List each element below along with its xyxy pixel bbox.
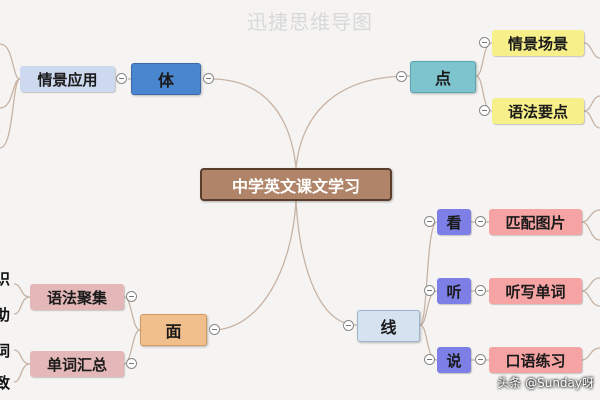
cut-off-leaf-text-2: 助 — [0, 306, 11, 324]
subtopic-qingjing-changjing[interactable]: 情景场景 — [492, 30, 584, 56]
branch-ti[interactable]: 体 — [131, 63, 201, 95]
collapse-toggle-yufa-yaodian[interactable] — [479, 105, 490, 116]
collapse-toggle-pipei-tupian[interactable] — [475, 216, 486, 227]
subtopic-ting[interactable]: 听 — [437, 278, 471, 304]
subtopic-yufa-yaodian[interactable]: 语法要点 — [492, 98, 584, 124]
watermark-text: 迅捷思维导图 — [247, 10, 373, 34]
collapse-toggle-qingjing-changjing[interactable] — [479, 37, 490, 48]
collapse-toggle-xian[interactable] — [343, 320, 354, 331]
collapse-toggle-ting[interactable] — [424, 285, 435, 296]
collapse-toggle-kouyu-lianxi[interactable] — [475, 354, 486, 365]
branch-dian[interactable]: 点 — [410, 61, 476, 93]
subtopic-yufa-juji[interactable]: 语法聚集 — [30, 284, 124, 310]
collapse-toggle-danci-huizong[interactable] — [126, 358, 137, 369]
subtopic-kan[interactable]: 看 — [437, 209, 471, 235]
collapse-toggle-dian[interactable] — [396, 71, 407, 82]
subtopic-kouyu-lianxi[interactable]: 口语练习 — [489, 347, 582, 373]
cut-off-leaf-text-4: 致 — [0, 374, 11, 392]
subtopic-shuo[interactable]: 说 — [437, 347, 471, 373]
collapse-toggle-kan[interactable] — [424, 216, 435, 227]
subtopic-qingjing-yingyong[interactable]: 情景应用 — [20, 66, 115, 92]
subtopic-danci-huizong[interactable]: 单词汇总 — [30, 351, 124, 377]
collapse-toggle-qingjing-yingyong[interactable] — [116, 73, 127, 84]
collapse-toggle-ti[interactable] — [203, 73, 214, 84]
subtopic-pipei-tupian[interactable]: 匹配图片 — [489, 209, 582, 235]
collapse-toggle-shuo[interactable] — [424, 354, 435, 365]
root-topic[interactable]: 中学英文课文学习 — [200, 168, 392, 201]
credit-watermark: 头条 @Sunday呀 — [497, 375, 594, 390]
collapse-toggle-mian[interactable] — [209, 324, 220, 335]
cut-off-leaf-text-1: 识 — [0, 270, 11, 288]
subtopic-tingxie-danci[interactable]: 听写单词 — [489, 278, 582, 304]
branch-mian[interactable]: 面 — [140, 314, 207, 346]
collapse-toggle-yufa-juji[interactable] — [126, 291, 137, 302]
collapse-toggle-tingxie-danci[interactable] — [475, 285, 486, 296]
cut-off-leaf-text-3: 词 — [0, 342, 11, 360]
branch-xian[interactable]: 线 — [357, 310, 420, 342]
